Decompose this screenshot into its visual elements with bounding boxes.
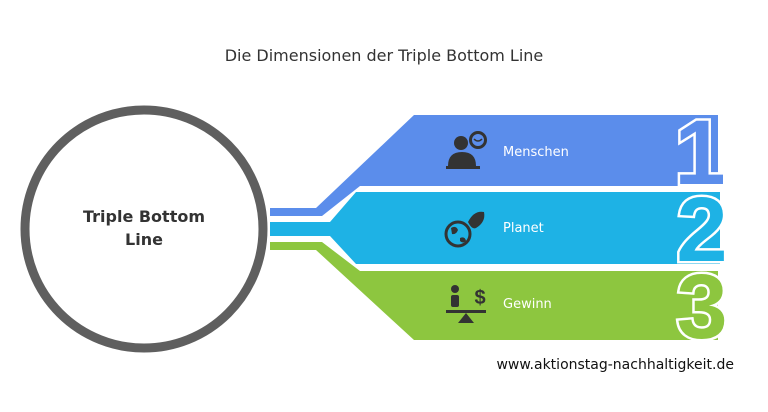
band-1-funnel	[270, 115, 718, 216]
dimension-band-2: 2	[270, 177, 730, 284]
dimension-band-3: 3	[270, 242, 730, 361]
center-label-line-2: Line	[125, 230, 163, 249]
dimension-label-3: Gewinn	[503, 297, 552, 312]
svg-text:$: $	[474, 287, 485, 309]
footer-url[interactable]: www.aktionstag-nachhaltigkeit.de	[496, 357, 734, 373]
diagram-title: Die Dimensionen der Triple Bottom Line	[224, 46, 544, 65]
people-icon	[446, 131, 487, 169]
dimension-number-1: 1	[674, 102, 725, 204]
center-label: Triple Bottom Line	[78, 205, 210, 251]
band-3-funnel	[270, 242, 718, 340]
dimension-label-2: Planet	[503, 221, 544, 236]
center-circle	[20, 105, 268, 353]
center-label-line-1: Triple Bottom	[82, 207, 206, 226]
dimension-band-1: 1	[270, 100, 728, 216]
band-2-funnel	[270, 192, 720, 264]
dimension-number-3: 3	[676, 256, 727, 358]
dimension-label-1: Menschen	[503, 145, 569, 160]
dimension-number-2: 2	[676, 179, 727, 281]
balance-money-icon: $	[446, 285, 486, 323]
globe-leaf-icon	[444, 211, 485, 248]
